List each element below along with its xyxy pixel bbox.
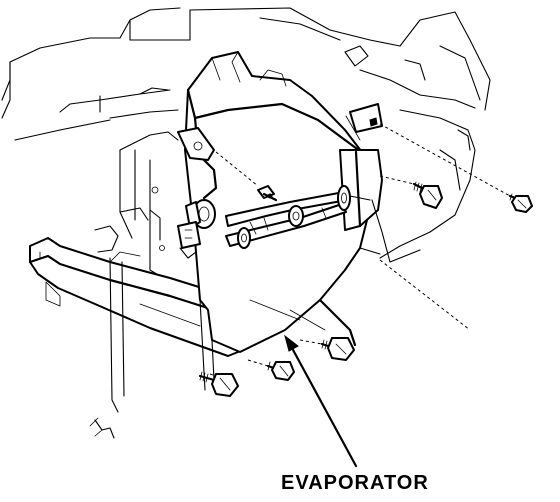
bolt-icon	[198, 371, 239, 397]
evaporator-leader-arrow	[284, 334, 358, 468]
bolt-icon	[412, 181, 443, 209]
bolt-icon	[320, 337, 355, 361]
bolt-icon	[266, 361, 295, 381]
pipe-fitting-middle	[288, 205, 304, 227]
expansion-valve	[177, 158, 218, 259]
evaporator-label: EVAPORATOR	[281, 472, 429, 494]
bolt-icon	[508, 193, 533, 213]
bolt-icon	[257, 185, 278, 202]
pipe-fitting-left	[237, 227, 251, 249]
alignment-lines	[209, 123, 511, 381]
background-structure	[1, 7, 491, 259]
pipe-fitting-right	[337, 185, 351, 211]
evaporator-housing	[177, 51, 421, 353]
refrigerant-lines	[225, 185, 371, 249]
